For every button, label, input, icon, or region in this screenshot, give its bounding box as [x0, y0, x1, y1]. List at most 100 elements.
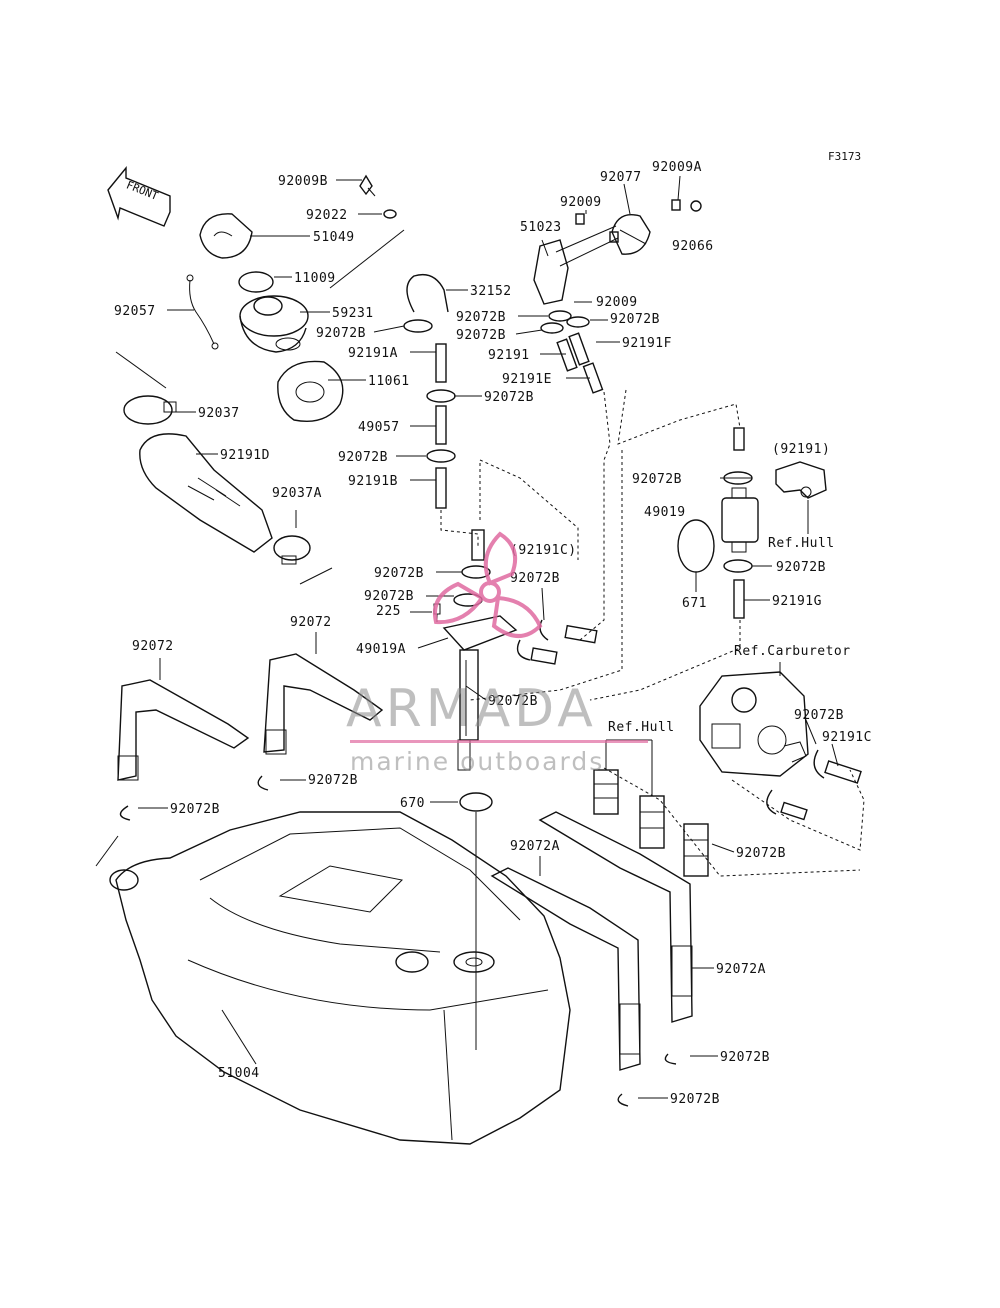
figure-code: F3173	[828, 150, 861, 163]
callout: 11061	[368, 374, 410, 389]
guide-line	[115, 351, 167, 389]
hose-route	[579, 391, 611, 641]
blade-icon	[433, 581, 485, 625]
callout: 92072B	[488, 694, 538, 709]
callout: 670	[400, 796, 425, 811]
hose-route	[589, 620, 741, 701]
hose-route	[603, 767, 861, 877]
hose-end	[733, 427, 745, 451]
callout: 49057	[358, 420, 400, 435]
callout: 92009	[596, 295, 638, 310]
callout: 92191C	[822, 730, 872, 745]
callout: 32152	[470, 284, 512, 299]
carburetor-ref	[699, 671, 809, 777]
nut-92066	[690, 200, 702, 212]
hose-92191B	[435, 467, 447, 509]
blade-icon	[483, 531, 517, 586]
washer-92022	[383, 209, 397, 219]
clip-block	[683, 823, 709, 877]
watermark: ARMADA marine outboards	[346, 531, 648, 776]
callout: 92072A	[716, 962, 766, 977]
hose-route	[479, 459, 579, 560]
hose-92191	[556, 338, 578, 372]
hose-route	[617, 389, 741, 445]
callout: 92072B	[670, 1092, 720, 1107]
callout-labels: 92009B 92022 51049 11009 92057 59231 920…	[114, 160, 872, 1107]
callout: 92072B	[456, 310, 506, 325]
callout: 92066	[672, 239, 714, 254]
hose-32152	[406, 273, 449, 313]
fuel-filter-49019	[721, 487, 759, 553]
callout: 92072B	[338, 450, 388, 465]
clip-block	[639, 795, 665, 849]
clamp-92072B	[540, 322, 564, 334]
hose-92191C	[471, 529, 485, 561]
callout: 92009B	[278, 174, 328, 189]
callout: Ref.Hull	[768, 536, 835, 551]
screw-92009B	[359, 174, 376, 197]
callout: 92072B	[308, 773, 358, 788]
clamp-92037	[123, 395, 177, 425]
hose-piece	[564, 624, 598, 644]
strap-92072-center	[263, 653, 384, 755]
callout: 92191	[488, 348, 530, 363]
clip-block	[593, 769, 619, 815]
tether-92057	[186, 274, 219, 350]
knob-92077	[611, 214, 651, 255]
callout: 92072B	[510, 571, 560, 586]
clamp-92072B	[426, 389, 456, 403]
callout: 92191B	[348, 474, 398, 489]
callout: 11009	[294, 271, 336, 286]
callout: 59231	[332, 306, 374, 321]
filler-cap-51049	[199, 213, 253, 259]
callout: 92191D	[220, 448, 270, 463]
callout: 51023	[520, 220, 562, 235]
hose-route	[731, 769, 865, 851]
callout: 671	[682, 596, 707, 611]
guide-line	[299, 567, 333, 585]
callout: 92072B	[794, 708, 844, 723]
callout: 49019A	[356, 642, 406, 657]
hose-92191G	[733, 579, 745, 619]
blade-icon	[491, 595, 543, 638]
callout: 92072A	[510, 839, 560, 854]
clamp-92072B	[548, 310, 572, 322]
hose-piece	[530, 647, 558, 665]
hose-92191C	[824, 760, 862, 784]
o-ring-671	[677, 519, 715, 573]
watermark-tagline: marine outboards	[350, 747, 604, 776]
callout: 51004	[218, 1066, 260, 1081]
watermark-brand: ARMADA	[346, 679, 597, 739]
callout: 92072B	[736, 846, 786, 861]
plate-11061	[277, 360, 344, 422]
hose-92191D	[139, 433, 273, 553]
clamp-92072B	[426, 449, 456, 463]
callout: 92191A	[348, 346, 398, 361]
clamp-92072B	[566, 316, 590, 328]
clip-92072B	[617, 1093, 629, 1107]
callout: Ref.Hull	[608, 720, 675, 735]
joint-49057	[435, 405, 447, 445]
callout: 92009A	[652, 160, 702, 175]
clamp-92072B	[723, 559, 753, 573]
propeller-logo-icon	[433, 531, 543, 638]
callout: 92191F	[622, 336, 672, 351]
screw-92009	[609, 231, 619, 243]
clip-92072B	[664, 1053, 677, 1065]
callout: 225	[376, 604, 401, 619]
clamp-92037A	[273, 535, 311, 565]
strap-92072-left	[117, 679, 250, 781]
callout: 92072B	[776, 560, 826, 575]
valve-51023	[533, 225, 619, 305]
callout: 92072B	[170, 802, 220, 817]
gasket-11009	[238, 271, 274, 293]
screw-92009A	[671, 199, 681, 211]
callout: 92072B	[374, 566, 424, 581]
clip-92072B	[119, 805, 131, 821]
callout: 92191E	[502, 372, 552, 387]
front-label: FRONT	[124, 178, 160, 203]
o-ring-670	[459, 792, 493, 812]
clip-92072B	[813, 749, 825, 779]
hose-piece	[780, 801, 808, 821]
